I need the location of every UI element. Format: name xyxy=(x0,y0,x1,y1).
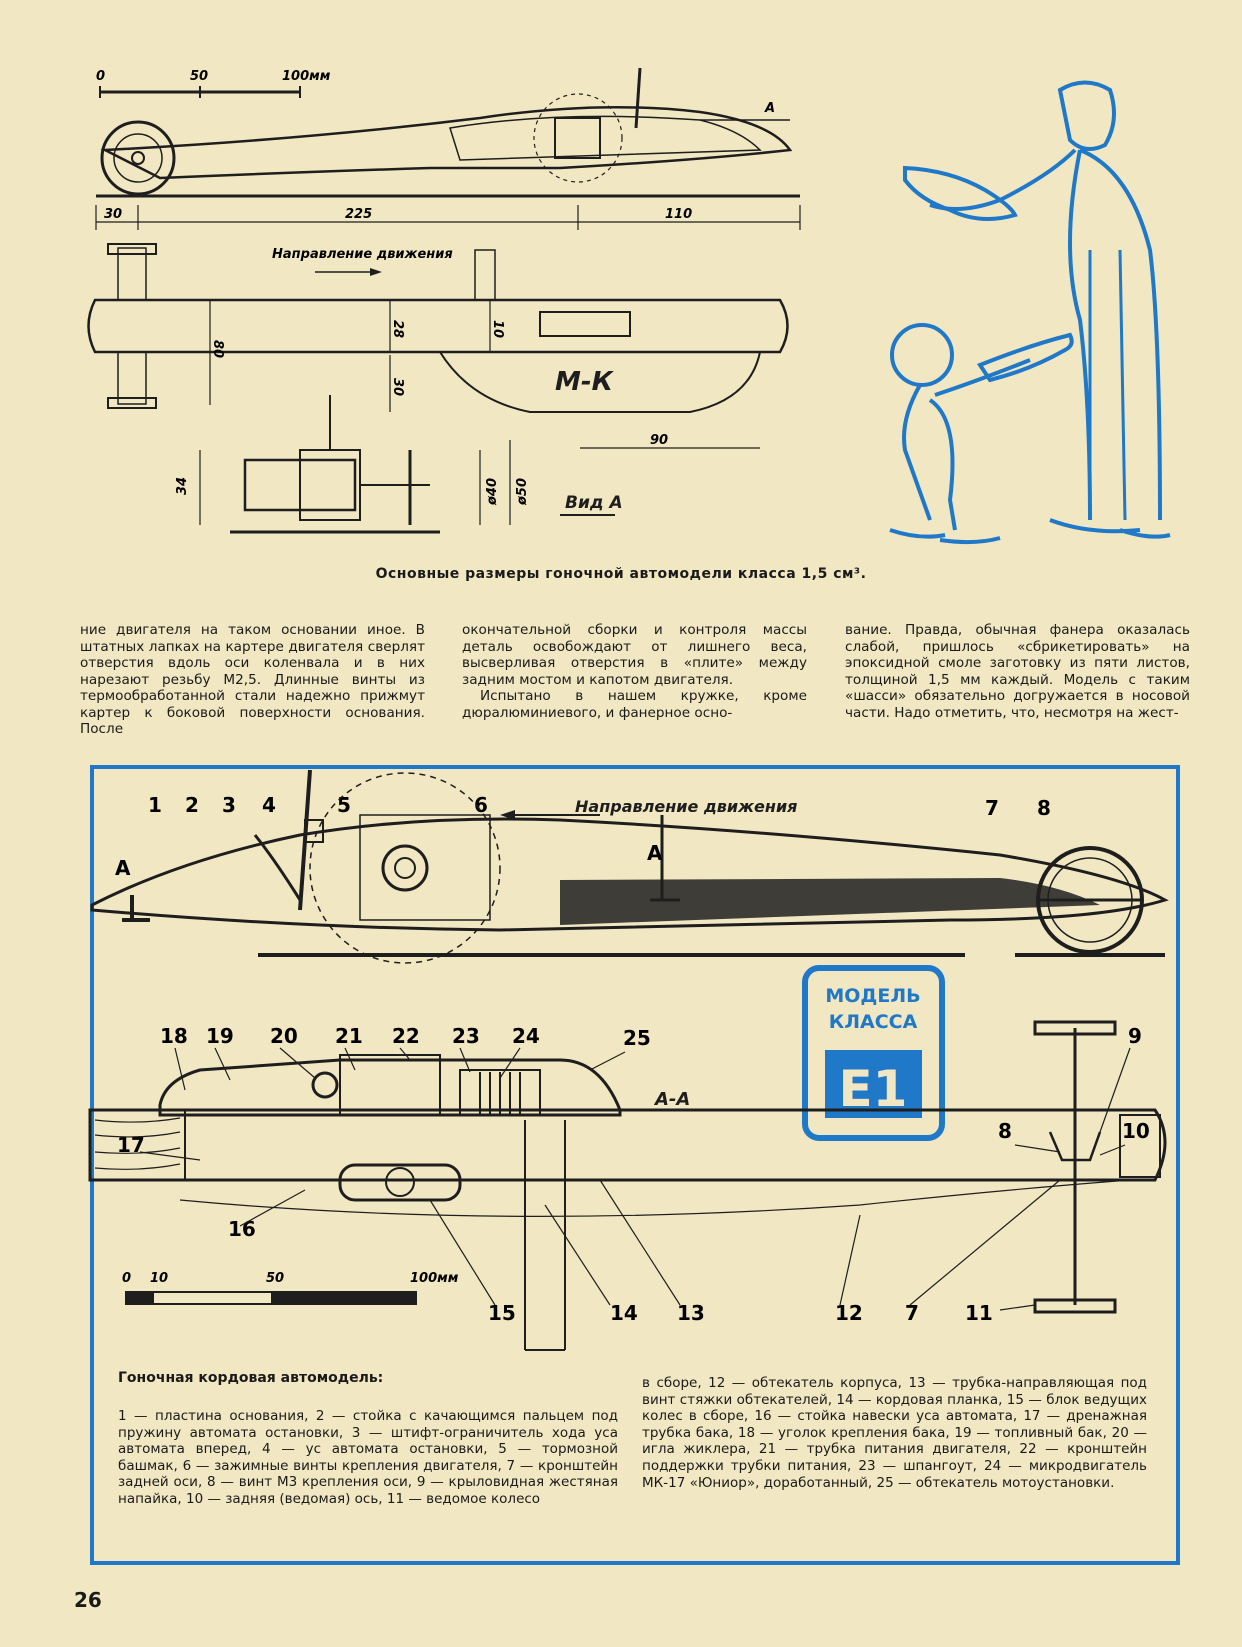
dim-34: 34 xyxy=(175,477,190,495)
label-12: 12 xyxy=(835,1301,863,1325)
label-20: 20 xyxy=(270,1024,298,1048)
label-11: 11 xyxy=(965,1301,993,1325)
text-column-3: вание. Правда, обычная фанера оказалась … xyxy=(845,622,1190,721)
label-4: 4 xyxy=(262,793,276,817)
section-label: А-А xyxy=(653,1089,690,1110)
badge-line-2: КЛАССА xyxy=(829,1011,918,1033)
label-2: 2 xyxy=(185,793,199,817)
dim-110: 110 xyxy=(665,207,692,222)
label-22: 22 xyxy=(392,1024,420,1048)
top-direction-label: Направление движения xyxy=(272,247,453,262)
column-3-text: вание. Правда, обычная фанера оказалась … xyxy=(845,622,1190,721)
label-14: 14 xyxy=(610,1301,638,1325)
label-15: 15 xyxy=(488,1301,516,1325)
text-column-2: окончательной сборки и контроля массы де… xyxy=(462,622,807,721)
scale-label-50: 50 xyxy=(190,69,208,84)
legend-left: 1 — пластина основания, 2 — стойка с кач… xyxy=(118,1408,618,1507)
top-drawing: 0 50 100мм А 30 225 110 Направление движ… xyxy=(87,67,1171,545)
main-scale-bar: 0 10 50 100мм xyxy=(122,1271,459,1305)
legend-title: Гоночная кордовая автомодель: xyxy=(118,1370,384,1386)
label-6: 6 xyxy=(474,793,488,817)
text-column-1: ние двигателя на таком основании иное. В… xyxy=(80,622,425,738)
column-2-text-b: Испытано в нашем кружке, кроме дюралюмин… xyxy=(462,688,807,721)
column-1-text: ние двигателя на таком основании иное. В… xyxy=(80,622,425,737)
label-24: 24 xyxy=(512,1024,540,1048)
label-7-bottom: 7 xyxy=(905,1301,919,1325)
badge-line-3: Е1 xyxy=(839,1060,908,1118)
dim-50: ø50 xyxy=(515,478,530,506)
view-a-engine: 34 ø40 ø50 Вид А xyxy=(175,395,623,534)
dim-28: 28 xyxy=(390,320,405,338)
page-number: 26 xyxy=(74,1588,102,1612)
main-drawing: Направление движения 1 2 3 4 5 6 7 8 А А… xyxy=(88,769,1169,1351)
main-scale-0: 0 xyxy=(122,1271,131,1286)
label-18: 18 xyxy=(160,1024,188,1048)
main-scale-100: 100мм xyxy=(410,1271,459,1286)
dim-225: 225 xyxy=(345,207,372,222)
label-19: 19 xyxy=(206,1024,234,1048)
top-figure-caption: Основные размеры гоночной автомодели кла… xyxy=(375,566,867,582)
cartoon-figures xyxy=(889,80,1171,545)
main-scale-50: 50 xyxy=(266,1271,284,1286)
dim-40: ø40 xyxy=(485,478,500,506)
label-13: 13 xyxy=(677,1301,705,1325)
dim-10: 10 xyxy=(490,320,505,338)
label-8-top: 8 xyxy=(1037,796,1051,820)
view-a-label: Вид А xyxy=(565,493,623,513)
top-scale-bar: 0 50 100мм xyxy=(96,69,331,98)
scale-label-0: 0 xyxy=(96,69,105,84)
section-marker-left: А xyxy=(115,856,131,880)
label-5: 5 xyxy=(337,793,351,817)
label-1: 1 xyxy=(148,793,162,817)
view-a-marker: А xyxy=(764,101,775,116)
badge-line-1: МОДЕЛЬ xyxy=(825,985,920,1007)
car-plan-view: Направление движения М-К 80 28 10 30 90 xyxy=(87,243,789,449)
mk-badge: М-К xyxy=(555,367,615,397)
dimension-row: 30 225 110 xyxy=(95,205,801,230)
dim-90: 90 xyxy=(650,433,668,448)
column-2-text: окончательной сборки и контроля массы де… xyxy=(462,622,807,688)
main-scale-10: 10 xyxy=(150,1271,168,1286)
class-e1-badge: МОДЕЛЬ КЛАССА Е1 xyxy=(802,965,945,1141)
label-16: 16 xyxy=(228,1217,256,1241)
label-3: 3 xyxy=(222,793,236,817)
label-9: 9 xyxy=(1128,1024,1142,1048)
label-25: 25 xyxy=(623,1026,651,1050)
label-8-bottom: 8 xyxy=(998,1119,1012,1143)
label-21: 21 xyxy=(335,1024,363,1048)
scale-label-100: 100мм xyxy=(282,69,331,84)
main-drawing-frame xyxy=(90,765,1180,1565)
dim-30b: 30 xyxy=(390,378,405,396)
main-direction-label: Направление движения xyxy=(575,797,797,816)
label-7-top: 7 xyxy=(985,796,999,820)
label-23: 23 xyxy=(452,1024,480,1048)
section-marker-right: А xyxy=(647,841,663,865)
dim-80: 80 xyxy=(210,340,225,358)
label-10: 10 xyxy=(1122,1119,1150,1143)
dim-30: 30 xyxy=(104,207,122,222)
car-side-profile: А xyxy=(96,67,800,198)
legend-right: в сборе, 12 — обтекатель корпуса, 13 — т… xyxy=(642,1375,1147,1491)
